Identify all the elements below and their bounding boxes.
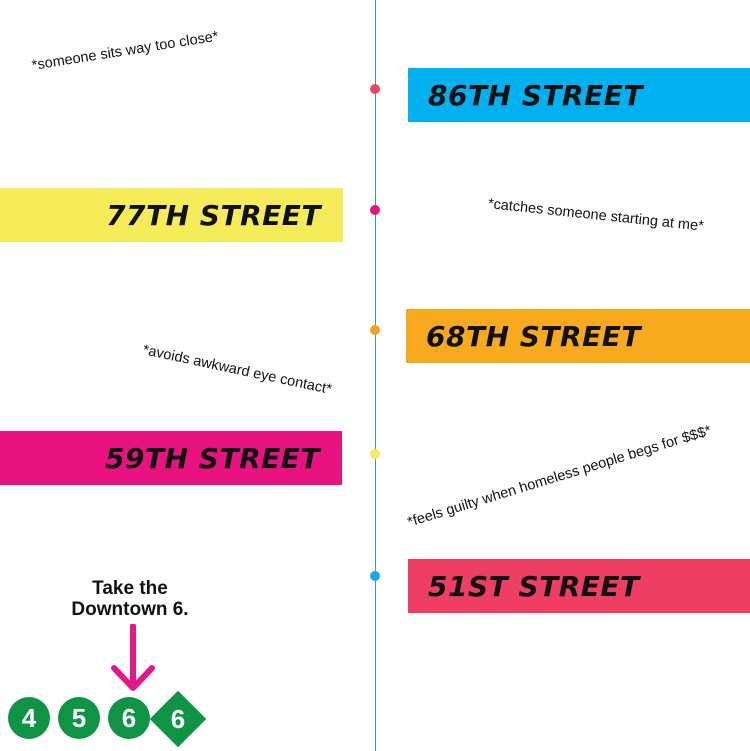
note-eye-contact: *avoids awkward eye contact* [141, 342, 334, 398]
station-banner-68th: 68TH STREET [406, 309, 750, 363]
subway-line [375, 0, 376, 751]
station-name: 51ST STREET [428, 569, 640, 603]
station-dot-68th [370, 325, 380, 335]
station-name: 86TH STREET [428, 78, 643, 112]
station-name: 68TH STREET [426, 319, 641, 353]
station-dot-77th [370, 205, 380, 215]
instruction-line-1: Take the [92, 578, 168, 599]
note-guilty: *feels guilty when homeless people begs … [405, 422, 714, 531]
station-banner-51st: 51ST STREET [408, 559, 750, 613]
train-6-icon: 6 [108, 697, 150, 739]
station-banner-59th: 59TH STREET [0, 431, 342, 485]
station-name: 59TH STREET [105, 441, 320, 475]
note-sits-close: *someone sits way too close* [30, 28, 220, 74]
note-caught-staring: *catches someone starting at me* [487, 196, 705, 235]
station-dot-51st [370, 571, 380, 581]
station-name: 77TH STREET [106, 198, 321, 232]
train-6-express-icon: 6 [149, 690, 207, 748]
station-banner-77th: 77TH STREET [0, 188, 343, 242]
instruction-line-2: Downtown 6. [71, 599, 189, 620]
instruction-text: Take the Downtown 6. [60, 578, 200, 620]
train-4-icon: 4 [8, 697, 50, 739]
station-dot-86th [370, 84, 380, 94]
station-banner-86th: 86TH STREET [408, 68, 750, 122]
station-dot-59th [370, 449, 380, 459]
train-5-icon: 5 [58, 697, 100, 739]
down-arrow-icon [111, 624, 155, 691]
